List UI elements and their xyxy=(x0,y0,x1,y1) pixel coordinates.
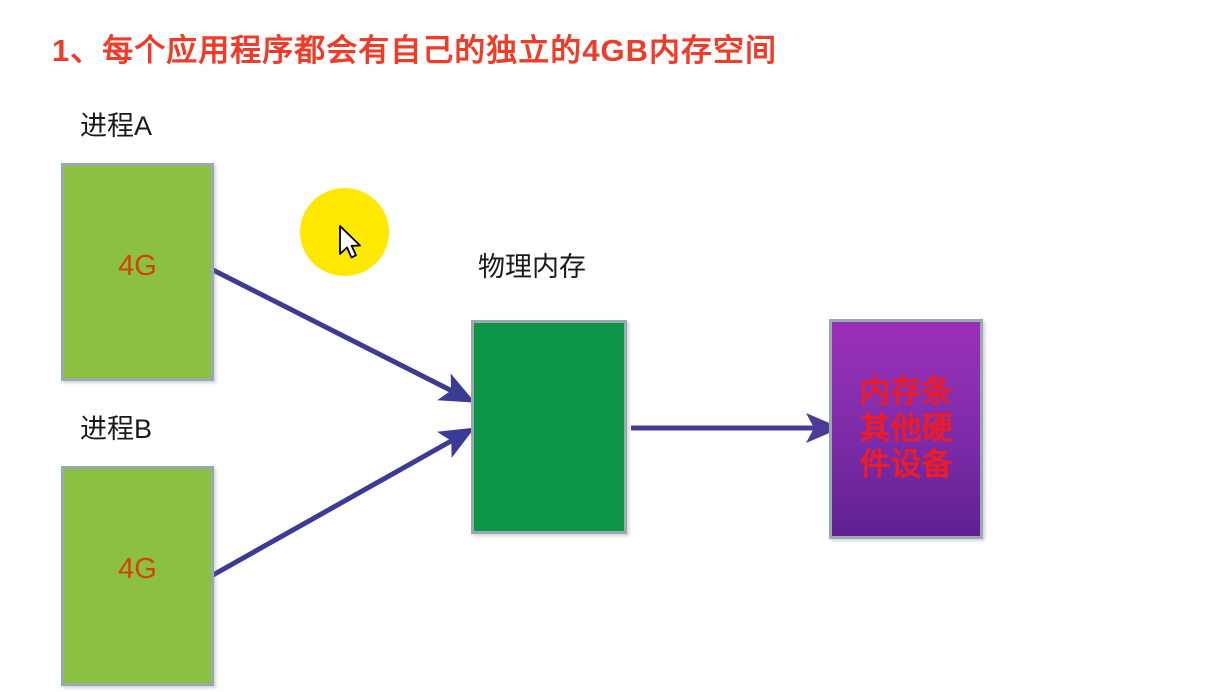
hardware-devices-box[interactable]: 内存条其他硬件设备 xyxy=(829,319,983,539)
process-b-label: 进程B xyxy=(80,414,153,444)
process-a-memory-size: 4G xyxy=(118,250,157,282)
process-b-box[interactable]: 4G xyxy=(61,466,214,686)
process-a-label: 进程A xyxy=(80,111,153,141)
physical-memory-box[interactable] xyxy=(471,320,627,534)
arrow-process-a-to-physical-memory xyxy=(211,267,476,403)
page-title: 1、每个应用程序都会有自己的独立的4GB内存空间 xyxy=(52,33,777,68)
hardware-devices-text: 内存条其他硬件设备 xyxy=(859,374,953,484)
process-a-box[interactable]: 4G xyxy=(61,163,214,381)
process-b-memory-size: 4G xyxy=(118,553,157,585)
mouse-cursor-icon xyxy=(339,225,361,259)
physical-memory-label: 物理内存 xyxy=(478,252,586,282)
arrow-process-b-to-physical-memory xyxy=(211,427,475,578)
